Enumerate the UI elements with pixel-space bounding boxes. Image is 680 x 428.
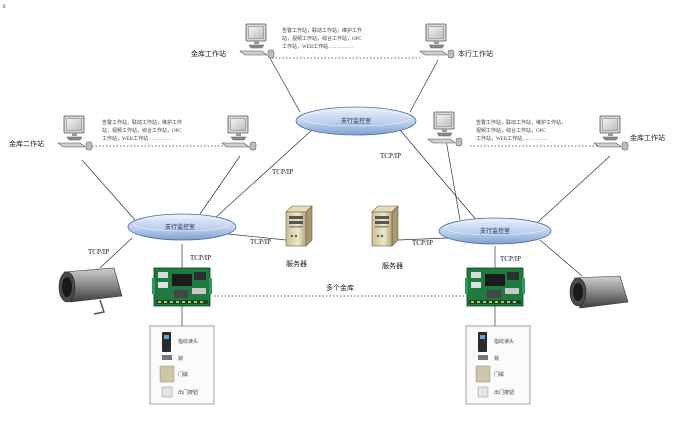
panel-item: 门磁	[178, 371, 188, 378]
connection-lines	[81, 57, 611, 326]
network-ring-right: 支行监控室	[438, 217, 552, 245]
workstation-mid-left-label: 金库二作站	[9, 139, 44, 148]
controller-board-icon	[464, 267, 526, 307]
note-line: 工作站，WEB工作站……………	[282, 43, 353, 50]
protocol-label: TCP/IP	[412, 239, 433, 247]
workstation-icon	[427, 111, 463, 147]
server-right-label: 服务器	[382, 261, 403, 270]
protocol-label: TCP/IP	[250, 238, 271, 246]
workstation-top-left-label: 金库工作站	[191, 49, 226, 58]
panel-item: 门磁	[494, 371, 504, 378]
note-line: 告警工作站，联动工作站，维护工作	[282, 27, 362, 34]
note-line: 工作站，WEB工作站……………	[102, 135, 173, 142]
workstation-icon	[239, 23, 275, 59]
protocol-label: TCP/IP	[380, 152, 401, 160]
note-line: 站，视频工作站，综合工作站，OPC	[282, 35, 362, 42]
panel-item: 锁	[494, 355, 499, 362]
protocol-label: TCP/IP	[190, 254, 211, 262]
note-line: 工作站，WEB工作站……………	[476, 135, 547, 142]
workstation-icon	[221, 115, 257, 151]
note-line: 站，视频工作站，综合工作站，OPC	[102, 127, 182, 134]
door-panel-right: 指纹读头 锁 门磁 出门按钮	[465, 325, 531, 405]
network-ring-left-label: 支行监控室	[165, 223, 195, 231]
workstation-icon	[57, 115, 93, 151]
protocol-label: TCP/IP	[500, 255, 521, 263]
server-icon	[371, 205, 399, 247]
controller-board-icon	[151, 267, 213, 307]
server-icon	[285, 205, 313, 247]
network-ring-top: 支行监控室	[295, 106, 417, 136]
panel-item: 指纹读头	[494, 338, 514, 345]
network-ring-top-label: 支行监控室	[341, 117, 371, 125]
link-label: 多个金库	[326, 283, 354, 292]
note-line: 告警工作站，联动工作站，维护工作	[102, 119, 182, 126]
note-mid-left: 告警工作站，联动工作站，维护工作 站，视频工作站，综合工作站，OPC 工作站，W…	[102, 119, 182, 142]
note-top-center: 告警工作站，联动工作站，维护工作 站，视频工作站，综合工作站，OPC 工作站，W…	[282, 27, 362, 50]
network-ring-left: 支行监控室	[127, 213, 237, 241]
note-line: 视频工作站，综合工作站，OPC	[476, 127, 546, 134]
panel-item: 锁	[178, 355, 183, 362]
workstation-icon	[593, 115, 629, 151]
network-ring-right-label: 支行监控室	[480, 227, 510, 235]
panel-item: 出门按钮	[494, 389, 514, 396]
workstation-icon	[419, 23, 455, 59]
note-mid-right: 告警工作站，联动工作站，维护工作站， 视频工作站，综合工作站，OPC 工作站，W…	[476, 119, 566, 142]
protocol-label: TCP/IP	[88, 248, 109, 256]
corner-mark: ε	[3, 2, 6, 10]
note-line: 告警工作站，联动工作站，维护工作站，	[476, 119, 566, 126]
panel-item: 出门按钮	[178, 389, 198, 396]
door-panel-left: 指纹读头 锁 门磁 出门按钮	[149, 325, 215, 405]
dotted-links	[92, 57, 604, 297]
camera-icon	[58, 267, 123, 315]
protocol-label: TCP/IP	[272, 168, 293, 176]
workstation-mid-right-label: 金库工作站	[630, 133, 665, 142]
workstation-top-right-label: 本行工作站	[458, 49, 493, 58]
panel-item: 指纹读头	[178, 338, 198, 345]
server-left-label: 服务器	[286, 259, 307, 268]
camera-icon	[569, 275, 629, 309]
